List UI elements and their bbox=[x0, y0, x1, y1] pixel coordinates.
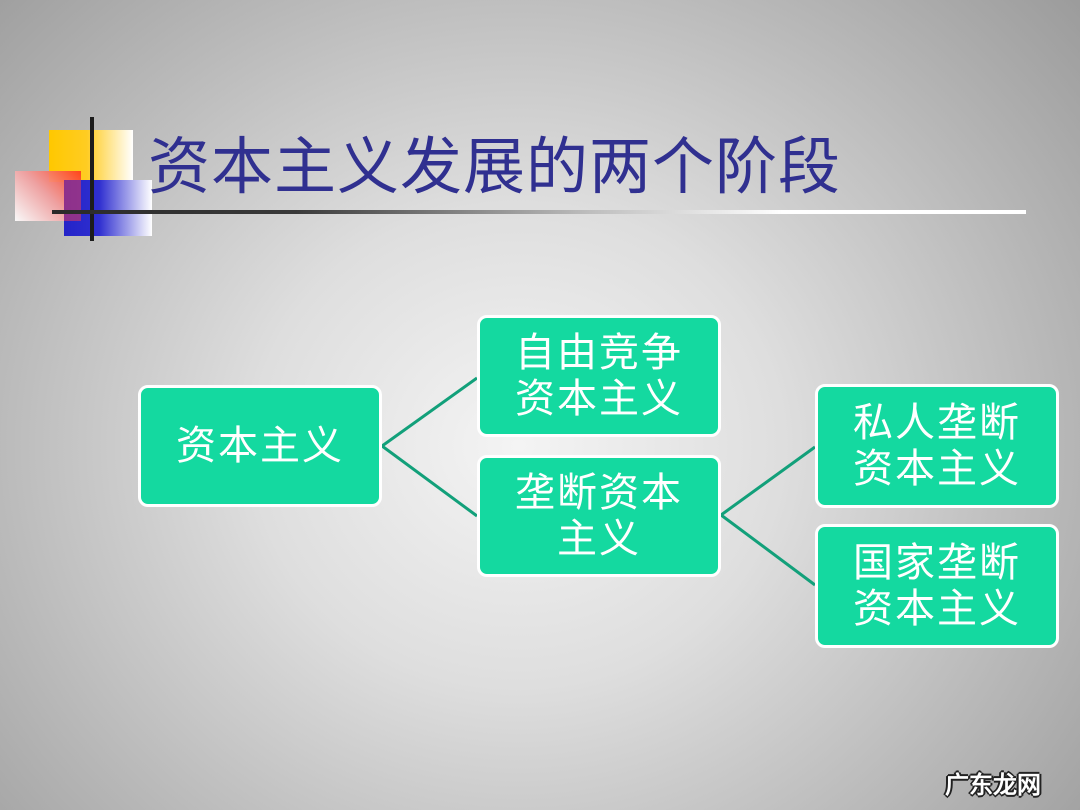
node-label-line1: 私人垄断 bbox=[853, 400, 1021, 446]
node-free-competition-capitalism: 自由竞争 资本主义 bbox=[477, 315, 721, 437]
watermark: 广东龙网 bbox=[945, 771, 1041, 799]
node-label-line2: 主义 bbox=[557, 516, 641, 562]
node-label-line2: 资本主义 bbox=[515, 376, 683, 422]
node-label-line1: 国家垄断 bbox=[853, 540, 1021, 586]
node-private-monopoly-capitalism: 私人垄断 资本主义 bbox=[815, 384, 1059, 508]
node-label-line2: 资本主义 bbox=[853, 586, 1021, 632]
title-underline bbox=[52, 210, 1026, 214]
connector-root-to-stages bbox=[379, 376, 478, 518]
node-capitalism: 资本主义 bbox=[138, 385, 382, 507]
node-label-line2: 资本主义 bbox=[853, 446, 1021, 492]
node-monopoly-capitalism: 垄断资本 主义 bbox=[477, 455, 721, 577]
node-label-line1: 自由竞争 bbox=[515, 330, 683, 376]
node-label: 资本主义 bbox=[176, 423, 344, 469]
connector-monopoly-to-types bbox=[718, 445, 816, 587]
node-state-monopoly-capitalism: 国家垄断 资本主义 bbox=[815, 524, 1059, 648]
node-label-line1: 垄断资本 bbox=[515, 470, 683, 516]
decorative-vertical-line bbox=[90, 117, 94, 241]
slide-title: 资本主义发展的两个阶段 bbox=[148, 130, 842, 203]
